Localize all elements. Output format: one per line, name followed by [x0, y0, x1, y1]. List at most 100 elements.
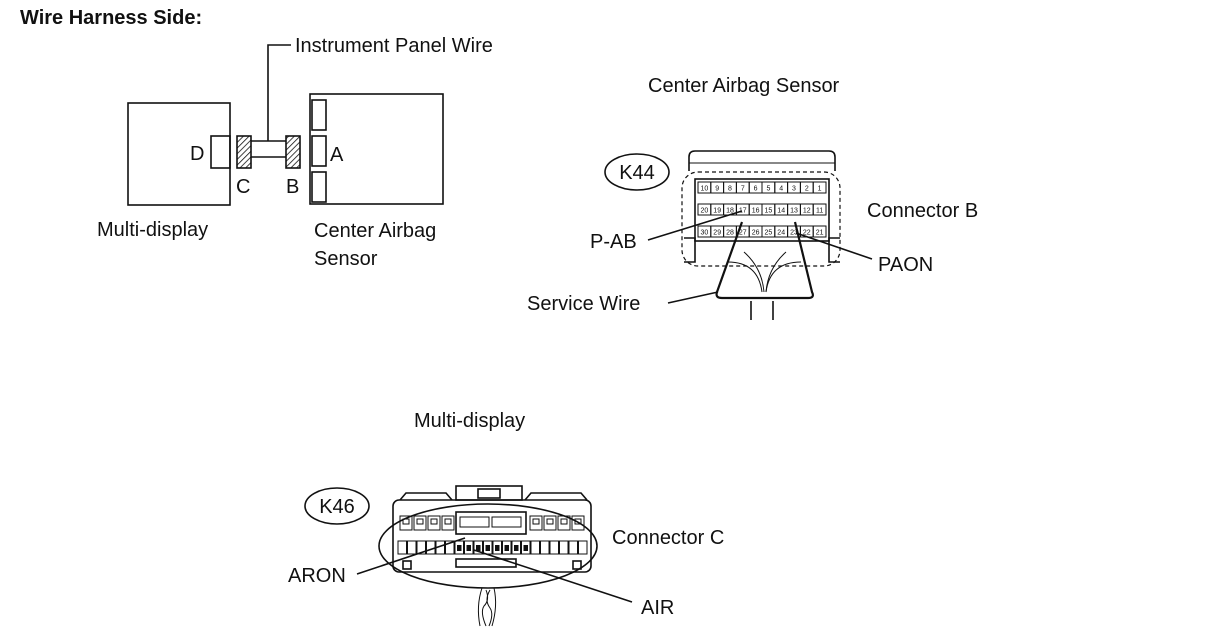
k44-left-latch [684, 237, 696, 263]
connector-d-socket [210, 135, 231, 169]
terminal-cavity-small [540, 540, 550, 555]
terminal-cavity-large [399, 515, 413, 531]
terminal-cavity-large [529, 515, 543, 531]
k46-wire-strand [486, 589, 493, 627]
k44-pin-frame [694, 178, 830, 242]
pin-number: 17 [739, 208, 747, 215]
pin-cell [812, 203, 827, 216]
pin-number: 29 [713, 230, 721, 237]
terminal-cavity-small [511, 540, 521, 555]
terminal-cavity-small [559, 540, 569, 555]
k46-wire-strand [481, 589, 489, 627]
terminal-cavity-large-inner [430, 518, 438, 525]
pin-number: 10 [701, 186, 709, 193]
pin-number: 6 [754, 186, 758, 193]
terminal-cavity-small [445, 540, 455, 555]
terminal-cavity-small [407, 540, 417, 555]
connector-c-label: Connector C [612, 527, 724, 549]
pin-number: 25 [765, 230, 773, 237]
connector-b-title: Center Airbag Sensor [648, 75, 840, 97]
k46-harness-outline [378, 503, 598, 589]
terminal-cavity-large [557, 515, 571, 531]
terminal-cavity-small [492, 540, 502, 555]
k44-harness-outline [681, 171, 841, 267]
k46-corner-key-left [402, 560, 412, 570]
terminal-pin [523, 545, 528, 551]
terminal-pin [476, 545, 481, 551]
terminal-cavity-small [530, 540, 540, 555]
aron-leader [356, 537, 466, 575]
pin-number: 26 [752, 230, 760, 237]
connector-b-plug [285, 135, 301, 169]
pin-number: 3 [792, 186, 796, 193]
connector-c-letter: C [236, 176, 250, 198]
instrument-panel-wire-leader [267, 44, 291, 141]
pin-number: 23 [790, 230, 798, 237]
pin-number: 9 [715, 186, 719, 193]
terminal-pin [466, 545, 471, 551]
pin-number: 21 [816, 230, 824, 237]
sensor-socket-lower [311, 171, 327, 203]
k46-center-frame [455, 511, 527, 535]
k44-code-oval [604, 153, 670, 191]
terminal-pin [504, 545, 509, 551]
pin-cell [812, 225, 827, 238]
connector-a-socket [311, 135, 327, 167]
connector-c-plug [236, 135, 252, 169]
terminal-cavity-small [549, 540, 559, 555]
k44-right-latch [828, 237, 840, 263]
terminal-cavity-large-inner [402, 518, 410, 525]
pin-number: 19 [713, 208, 721, 215]
k44-wire-strand [743, 251, 765, 293]
paon-leader [795, 232, 873, 260]
k44-wire-strand [765, 251, 787, 293]
p-ab-callout: P-AB [590, 231, 637, 253]
multi-display-box [127, 102, 231, 206]
pin-number: 4 [779, 186, 783, 193]
pin-number: 8 [728, 186, 732, 193]
pin-number: 20 [701, 208, 709, 215]
terminal-cavity-large [413, 515, 427, 531]
terminal-pin [495, 545, 500, 551]
k46-cavity-grid [397, 515, 588, 555]
pin-number: 14 [777, 208, 785, 215]
terminal-cavity-large [441, 515, 455, 531]
terminal-cavity-center [459, 516, 490, 528]
connector-c-view: Multi-display K46 Connector C ARON AIR [288, 410, 724, 627]
terminal-cavity-small [578, 540, 588, 555]
terminal-cavity-center [491, 516, 522, 528]
center-airbag-sensor-label-line2: Sensor [314, 248, 378, 270]
k46-code: K46 [319, 496, 355, 518]
terminal-pin [457, 545, 462, 551]
k46-left-shoulder [399, 492, 453, 501]
pin-number: 11 [816, 208, 823, 215]
page-heading: Wire Harness Side: [20, 7, 202, 29]
pin-number: 30 [701, 230, 709, 237]
k46-housing [392, 499, 592, 573]
terminal-cavity-small [416, 540, 426, 555]
harness-overview: Instrument Panel Wire D Multi-display C … [97, 35, 493, 270]
pin-number: 2 [805, 186, 809, 193]
sensor-socket-upper [311, 99, 327, 131]
k46-lock-tab [477, 488, 501, 499]
terminal-cavity-small [426, 540, 436, 555]
terminal-cavity-large [427, 515, 441, 531]
connector-b-label: Connector B [867, 200, 978, 222]
k44-code: K44 [619, 162, 655, 184]
multi-display-label: Multi-display [97, 219, 208, 241]
pin-number: 15 [765, 208, 773, 215]
k46-code-oval [304, 487, 370, 525]
terminal-cavity-small [397, 540, 407, 555]
terminal-pin [485, 545, 490, 551]
terminal-cavity-large-inner [546, 518, 554, 525]
pin-number: 1 [818, 186, 822, 193]
air-leader [473, 549, 633, 603]
service-wire-loop [715, 221, 814, 300]
center-airbag-sensor-box [309, 93, 444, 205]
terminal-cavity-large-inner [416, 518, 424, 525]
pin-number: 7 [741, 186, 745, 193]
pin-number: 22 [803, 230, 811, 237]
pin-number: 12 [803, 208, 811, 215]
